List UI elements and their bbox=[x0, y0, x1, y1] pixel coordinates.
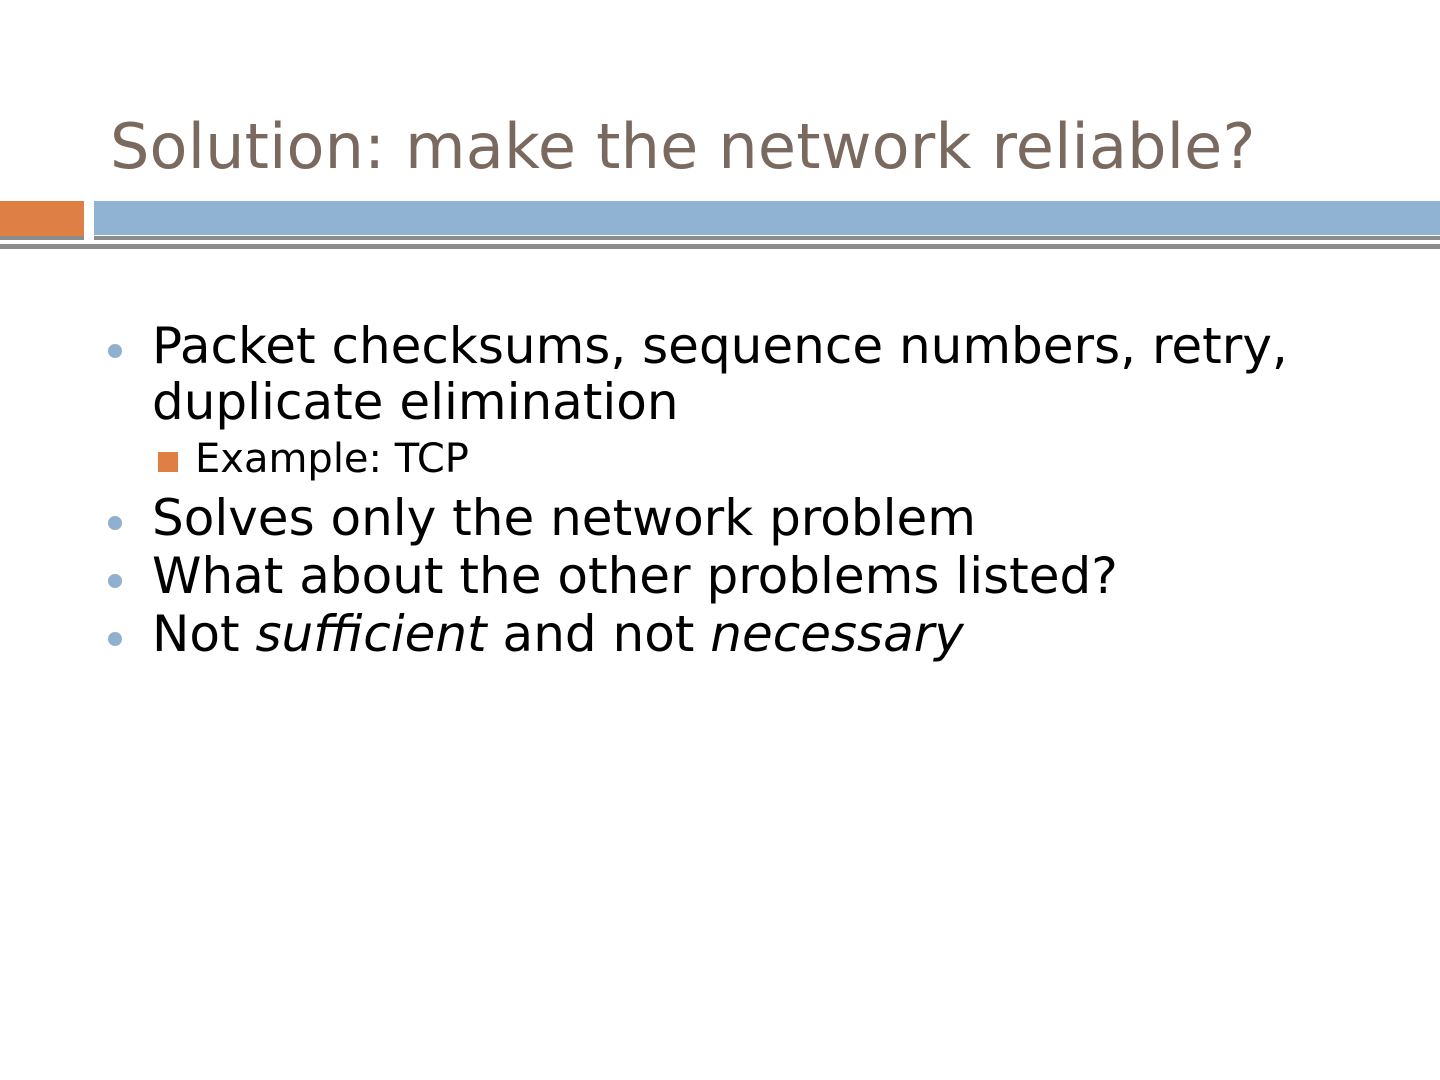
divider-blue-bar bbox=[94, 201, 1440, 235]
bullet-text: Solves only the network problem bbox=[152, 489, 976, 547]
bullet-text: Example: TCP bbox=[195, 436, 469, 482]
bullet-text-rich: Not sufficient and not necessary bbox=[152, 606, 1386, 662]
dot-bullet-icon bbox=[108, 516, 122, 530]
title-divider-band bbox=[0, 201, 1440, 251]
emphasized-text: necessary bbox=[710, 605, 964, 663]
divider-rule-left bbox=[0, 236, 84, 240]
divider-rule-thin bbox=[94, 236, 1440, 240]
bullet-text: Packet checksums, sequence numbers, retr… bbox=[152, 317, 1288, 431]
slide-body: Packet checksums, sequence numbers, retr… bbox=[96, 318, 1386, 664]
bullet-item: Not sufficient and not necessary bbox=[96, 606, 1386, 662]
plain-text: and not bbox=[486, 605, 711, 663]
bullet-text: What about the other problems listed? bbox=[152, 547, 1118, 605]
divider-orange-block bbox=[0, 201, 84, 236]
divider-rule-thick bbox=[0, 244, 1440, 249]
square-bullet-icon bbox=[158, 452, 178, 472]
dot-bullet-icon bbox=[108, 344, 122, 358]
emphasized-text: sufficient bbox=[255, 605, 487, 663]
bullet-item: Solves only the network problem bbox=[96, 490, 1386, 546]
dot-bullet-icon bbox=[108, 574, 122, 588]
plain-text: Not bbox=[152, 605, 256, 663]
bullet-item: Packet checksums, sequence numbers, retr… bbox=[96, 318, 1386, 430]
page-title: Solution: make the network reliable? bbox=[110, 109, 1256, 183]
bullet-item-sub: Example: TCP bbox=[96, 436, 1386, 482]
dot-bullet-icon bbox=[108, 632, 122, 646]
bullet-item: What about the other problems listed? bbox=[96, 548, 1386, 604]
